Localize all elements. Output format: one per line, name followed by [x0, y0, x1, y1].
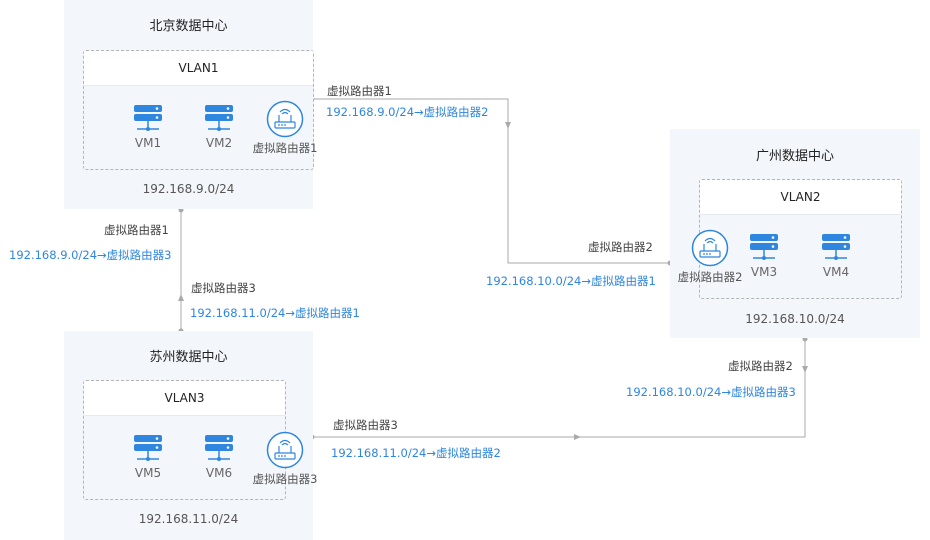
datacenter-suzhou: 苏州数据中心 VLAN3 192.168.11.0/24	[64, 331, 313, 540]
router-node[interactable]: 虚拟路由器2	[670, 229, 750, 285]
server-icon	[205, 435, 233, 461]
arrow-head	[178, 294, 184, 301]
link-beijing-guangzhou	[312, 98, 670, 264]
router-node[interactable]: 虚拟路由器1	[245, 100, 325, 156]
vlan-title: VLAN3	[84, 381, 285, 416]
router-label: 虚拟路由器2	[677, 270, 743, 284]
router-icon	[266, 431, 304, 469]
vm-label: VM1	[134, 136, 162, 150]
vm-label: VM2	[205, 136, 233, 150]
datacenter-subnet: 192.168.10.0/24	[745, 312, 845, 326]
vm-node[interactable]: VM4	[814, 233, 858, 279]
vm-label: VM5	[134, 466, 162, 480]
datacenter-guangzhou: 广州数据中心 VLAN2 192.168.10.0/24	[670, 129, 920, 338]
server-icon	[134, 435, 162, 461]
link-router-label: 虚拟路由器1	[104, 223, 169, 237]
route-entry: 192.168.9.0/24→虚拟路由器2	[326, 105, 489, 119]
vm-node[interactable]: VM1	[126, 104, 170, 150]
vm-node[interactable]: VM5	[126, 434, 170, 480]
router-node[interactable]: 虚拟路由器3	[245, 431, 325, 487]
vm-node[interactable]: VM2	[197, 104, 241, 150]
vm-node[interactable]: VM6	[197, 434, 241, 480]
router-icon	[266, 100, 304, 138]
vlan-box: VLAN3	[83, 380, 286, 500]
route-entry: 192.168.11.0/24→虚拟路由器1	[190, 306, 360, 320]
route-entry: 192.168.10.0/24→虚拟路由器3	[626, 385, 796, 399]
link-router-label: 虚拟路由器1	[327, 84, 392, 98]
server-icon	[205, 105, 233, 131]
arrow-head	[505, 122, 511, 129]
server-icon	[750, 234, 778, 260]
vm-label: VM3	[750, 265, 778, 279]
link-router-label: 虚拟路由器3	[191, 281, 256, 295]
vlan-box: VLAN2	[699, 179, 902, 299]
router-icon	[691, 229, 729, 267]
router-label: 虚拟路由器1	[252, 141, 318, 155]
vm-node[interactable]: VM3	[742, 233, 786, 279]
route-entry: 192.168.11.0/24→虚拟路由器2	[331, 446, 501, 460]
link-router-label: 虚拟路由器2	[728, 359, 793, 373]
route-entry: 192.168.10.0/24→虚拟路由器1	[486, 274, 656, 288]
datacenter-title: 广州数据中心	[755, 149, 834, 164]
datacenter-subnet: 192.168.9.0/24	[142, 182, 235, 196]
route-entry: 192.168.9.0/24→虚拟路由器3	[9, 248, 172, 262]
server-icon	[822, 234, 850, 260]
vm-label: VM6	[205, 466, 233, 480]
server-icon	[134, 105, 162, 131]
link-router-label: 虚拟路由器3	[333, 418, 398, 432]
arrow-head	[574, 434, 581, 440]
datacenter-title: 北京数据中心	[149, 19, 228, 34]
link-router-label: 虚拟路由器2	[588, 240, 653, 254]
datacenter-subnet: 192.168.11.0/24	[138, 512, 239, 526]
vm-label: VM4	[822, 265, 850, 279]
datacenter-title: 苏州数据中心	[149, 350, 228, 365]
vlan-title: VLAN1	[84, 51, 313, 86]
router-label: 虚拟路由器3	[252, 472, 318, 486]
vlan-title: VLAN2	[700, 180, 901, 215]
arrow-head	[802, 366, 808, 373]
